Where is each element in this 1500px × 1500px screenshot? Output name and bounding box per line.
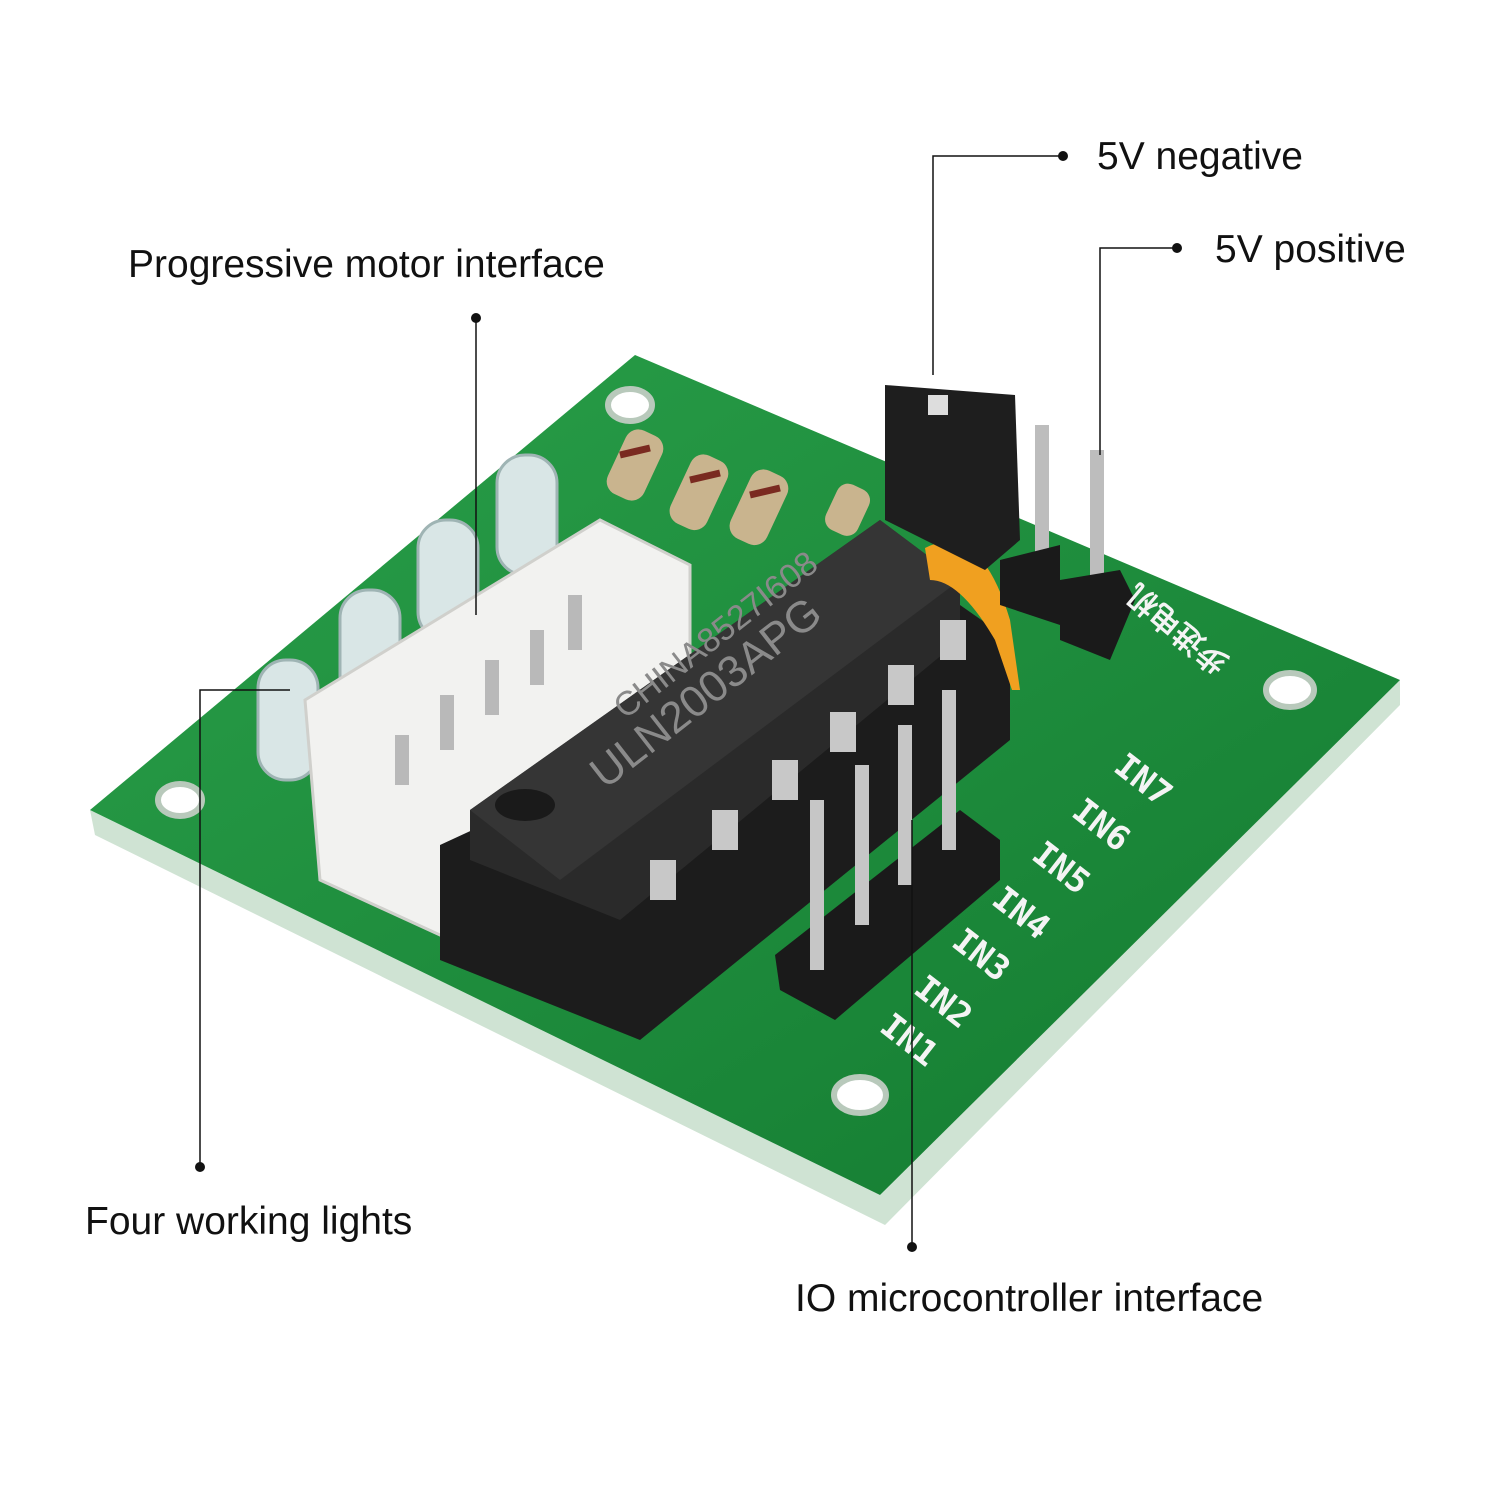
label-5v-positive: 5V positive bbox=[1215, 228, 1406, 271]
io-header bbox=[775, 690, 1000, 1020]
label-working-lights: Four working lights bbox=[85, 1200, 413, 1243]
pcb-edge bbox=[90, 680, 1400, 1225]
capacitor bbox=[925, 541, 1020, 690]
callout-dots bbox=[195, 151, 1182, 1252]
mounting-holes bbox=[155, 386, 1317, 1116]
resistors bbox=[606, 429, 871, 546]
power-header bbox=[1000, 425, 1135, 660]
label-io-interface: IO microcontroller interface bbox=[795, 1277, 1264, 1320]
label-5v-negative: 5V negative bbox=[1097, 135, 1303, 178]
label-motor-interface: Progressive motor interface bbox=[128, 243, 605, 286]
callout-lines bbox=[199, 155, 1177, 1247]
jumper-cap bbox=[885, 385, 1020, 570]
